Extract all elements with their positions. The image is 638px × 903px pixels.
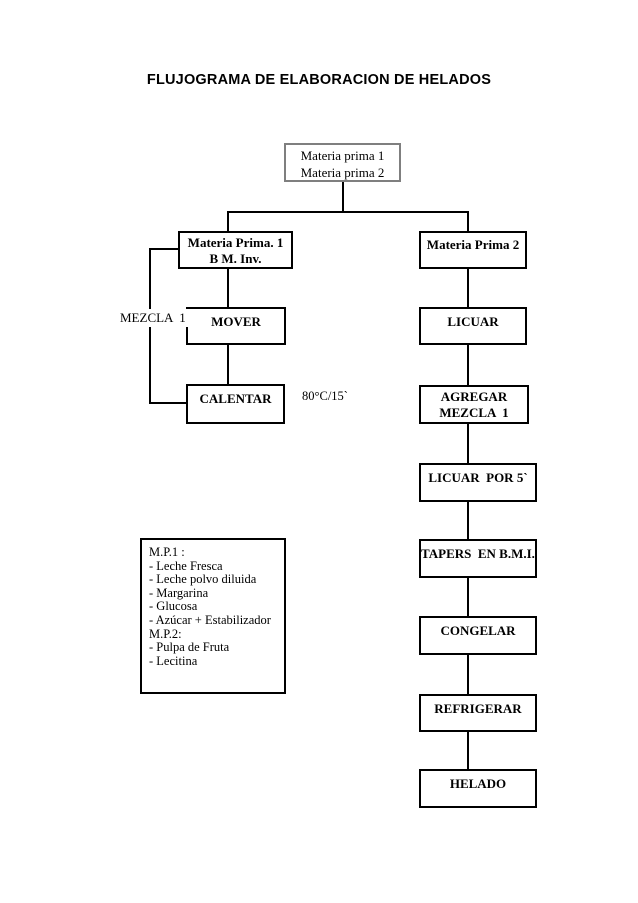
node-label: TAPERS EN B.M.I. [421, 546, 535, 561]
node-label: CONGELAR [440, 623, 516, 638]
node-label: LICUAR [447, 314, 499, 329]
connector-mezcla-bracket-bottom [149, 402, 187, 404]
flow-node-materia-prima: Materia prima 1 Materia prima 2 [284, 143, 401, 182]
node-label: LICUAR POR 5` [428, 470, 528, 485]
flow-node-agregar-mezcla-1: AGREGAR MEZCLA 1 [419, 385, 529, 424]
node-label-line: AGREGAR [440, 389, 508, 404]
notes-line: - Pulpa de Fruta [149, 640, 230, 655]
node-label-line: B M. Inv. [209, 251, 262, 266]
flow-node-tapers-en-bmi: TAPERS EN B.M.I. [419, 539, 537, 578]
flow-node-refrigerar: REFRIGERAR [419, 694, 537, 732]
node-label: Materia Prima 2 [426, 237, 520, 252]
notes-line: - Glucosa [149, 599, 198, 614]
node-label-line: Materia Prima. 1 [187, 235, 284, 250]
connector-refrigerar-to-helado [467, 732, 469, 770]
connector-licuar5-to-tapers [467, 502, 469, 540]
flow-node-licuar-por-5: LICUAR POR 5` [419, 463, 537, 502]
connector-mp2-to-licuar [467, 269, 469, 308]
flow-node-licuar: LICUAR [419, 307, 527, 345]
notes-line: - Margarina [149, 585, 209, 600]
connector-left-drop [227, 211, 229, 232]
flow-node-congelar: CONGELAR [419, 616, 537, 655]
flow-node-mover: MOVER [186, 307, 286, 345]
connector-top-vertical [342, 181, 344, 212]
flow-node-calentar: CALENTAR [186, 384, 285, 424]
notes-line: - Leche Fresca [149, 558, 223, 573]
node-label-line: Materia prima 1 [300, 148, 385, 163]
connector-mp1-to-mover [227, 269, 229, 308]
flow-node-materia-prima-2: Materia Prima 2 [419, 231, 527, 269]
connector-agregar-to-licuar5 [467, 424, 469, 464]
node-label: MOVER [211, 314, 261, 329]
annotation-temperature-time: 80°C/15` [302, 389, 348, 403]
notes-line: - Azúcar + Estabilizador [149, 612, 271, 627]
notes-line: - Lecitina [149, 653, 198, 668]
page-title: FLUJOGRAMA DE ELABORACION DE HELADOS [146, 72, 492, 88]
notes-line: M.P.1 : [149, 545, 185, 559]
connector-licuar-to-agregar [467, 345, 469, 386]
connector-tapers-to-congelar [467, 578, 469, 617]
connector-mezcla-bracket-top [149, 248, 179, 250]
notes-line: M.P.2: [149, 626, 182, 641]
node-label: HELADO [449, 776, 507, 791]
connector-branch-horizontal [227, 211, 469, 213]
node-label: REFRIGERAR [434, 701, 522, 716]
flow-node-materia-prima-1: Materia Prima. 1 B M. Inv. [178, 231, 293, 269]
connector-congelar-to-refrigerar [467, 655, 469, 695]
node-label: CALENTAR [199, 391, 272, 406]
annotation-mezcla-1: MEZCLA 1 [117, 309, 189, 327]
notes-line: - Leche polvo diluida [149, 572, 257, 587]
node-label-line: MEZCLA 1 [439, 405, 509, 420]
flow-node-helado: HELADO [419, 769, 537, 808]
notes-box: M.P.1 : - Leche Fresca - Leche polvo dil… [140, 538, 286, 694]
connector-right-drop [467, 211, 469, 232]
connector-mover-to-calentar [227, 345, 229, 385]
node-label-line: Materia prima 2 [300, 165, 385, 180]
